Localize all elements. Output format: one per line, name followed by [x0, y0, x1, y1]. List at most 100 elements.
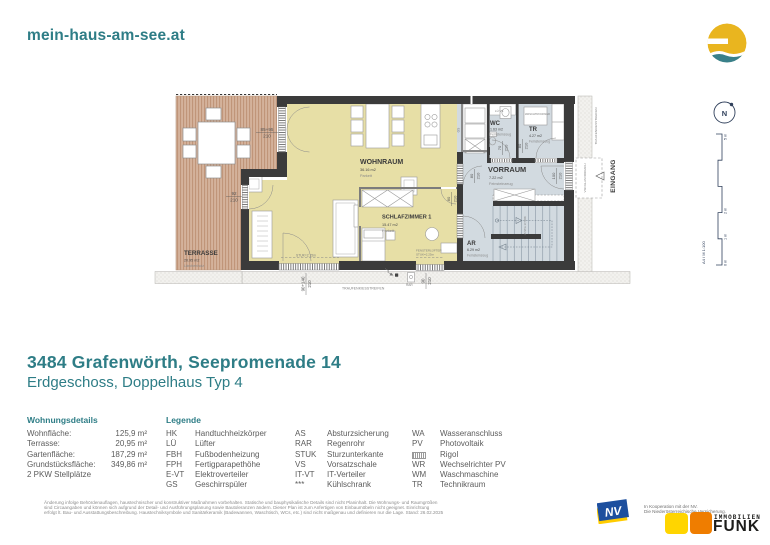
kooperation-line: In Kooperation mit der NV.	[644, 503, 698, 509]
dim-entry: 100 210	[551, 168, 562, 184]
legend-term: Kühlschrank	[327, 480, 372, 490]
vsd-label: VSD GLASVORDACH	[583, 164, 587, 193]
legend-row: LÜ Lüfter	[166, 439, 295, 449]
dim-bed-door: 80 210	[446, 192, 457, 206]
wc-floor-label: Feinsteinzeug	[490, 133, 511, 137]
dim-slider-bot-label: 210	[263, 134, 271, 139]
detail-row: Wohnfläche:125,9 m²	[27, 429, 147, 439]
ar-name-label: AR	[467, 241, 476, 247]
fensterluefter-label: FENSTERLÜFTER STUK=2.25m	[416, 249, 443, 257]
wohnraum-floor-label: Parkett	[360, 174, 373, 178]
nightstand	[385, 230, 396, 241]
plan-compass-letter-label: N	[722, 109, 727, 118]
legend-abbr: FBH	[166, 449, 182, 459]
wc-area-label: 1.63 m2	[490, 128, 503, 132]
tr-area-label: 4.27 m2	[529, 134, 542, 138]
schlafzimmer-area-label: 15.47 m2	[382, 223, 398, 227]
detail-row: Gartenfläche:187,29 m²	[27, 450, 147, 460]
dim-c-top-label: 90	[421, 278, 426, 283]
legend-term: Lüfter	[195, 439, 216, 449]
fensterluefter-1-label: FENSTERLÜFTER	[416, 249, 443, 253]
detail-label: Grundstücksfläche:	[27, 459, 96, 469]
funk-orange-square-icon	[690, 512, 712, 534]
furniture	[245, 103, 565, 262]
legend-term: Regenrohr	[327, 439, 365, 449]
scale-0m: 0 m	[724, 260, 728, 266]
dim-wv-door: 80 210	[469, 169, 480, 183]
chair	[425, 227, 439, 241]
scale-5m: 5 m	[724, 134, 728, 140]
legend-abbr: IT-VT	[295, 470, 315, 480]
kooperation-text: In Kooperation mit der NV. Die Niederöst…	[644, 504, 764, 515]
legend-abbr: FPH	[166, 459, 182, 469]
funk-yellow-square-icon	[665, 513, 688, 534]
funk-funk-text: FUNK	[713, 518, 761, 535]
legend-term: Handtuchheizkörper	[195, 429, 267, 438]
disclaimer-line: erfolgt lt. Bau- und Ausstattungsbeschre…	[44, 510, 444, 516]
detail-value: 20,95 m²	[115, 439, 147, 449]
stuk-a-label: STUK=2.15m	[296, 254, 316, 258]
traufenkies-right-label: TRAUFENKIESSTREIFEN	[594, 108, 598, 145]
washer-dryer	[523, 106, 548, 126]
legend-term: Fertigparapethöhe	[195, 459, 261, 469]
legend-term: Photovoltaik	[440, 439, 484, 449]
dim-bed-bot-label: 210	[452, 195, 457, 202]
dim-tr-top-label: 80	[517, 143, 522, 148]
legend-row: Rigol	[412, 450, 532, 460]
scale-note: A4 / M 1:100	[701, 241, 706, 264]
dim-wc-bot-label: 210	[503, 144, 508, 151]
legend-heading: Legende	[166, 415, 201, 425]
tr-name-label: TR	[529, 127, 538, 133]
dim-c: 90 210	[421, 273, 432, 289]
legend-abbr: VS	[295, 459, 306, 469]
fensterluefter-2-label: STUK=2.25m	[416, 253, 435, 257]
disclaimer-line: Änderung infolge Behördenauflagen, haust…	[44, 500, 438, 505]
room-label-wc: WC 1.63 m2 Feinsteinzeug	[490, 121, 511, 137]
detail-label: Wohnfläche:	[27, 429, 72, 438]
waschtrockner-label: WASCHTROCKNER	[525, 112, 550, 116]
detail-extra: 2 PKW Stellplätze	[27, 470, 92, 480]
vorraum-area-label: 7.22 m2	[489, 176, 503, 180]
legend-abbr: E-VT	[166, 470, 185, 480]
dim-a: 90+140 210	[301, 273, 312, 295]
dim-wc-top-label: 70	[497, 145, 502, 150]
entrance-arrow-icon	[595, 171, 605, 181]
dim-wv-top-label: 80	[469, 173, 474, 178]
legend-abbr: GS	[166, 480, 178, 490]
dim-tr-door: 80 210	[517, 139, 528, 153]
detail-value: 187,29 m²	[110, 449, 147, 459]
rar-label: RAR	[406, 283, 413, 287]
desk	[440, 242, 458, 254]
slope-arrow-icon	[384, 268, 399, 277]
vorraum-floor-label: Feinsteinzeug	[489, 182, 513, 186]
legend-abbr: RAR	[295, 439, 312, 449]
nv-text-label: NV	[604, 503, 623, 519]
nv-logo: NV	[597, 499, 629, 524]
compass-and-scale: N 5 m 2 m 1 m 0 m A4 / M 1:100	[701, 101, 736, 266]
gs-label: GS	[457, 128, 461, 133]
ar-floor-label: Feinsteinzeug	[467, 254, 488, 258]
dim-92: 92 210	[226, 191, 242, 203]
dim-92-bot-label: 210	[230, 198, 238, 203]
legend-abbr: LÜ	[166, 439, 177, 449]
disclaimer-text: Änderung infolge Behördenauflagen, haust…	[44, 500, 443, 516]
disclaimer-line: sind Circaangaben und können sich aufgru…	[44, 505, 430, 511]
rigol-hatch-icon	[412, 452, 426, 460]
room-label-wohnraum: WOHNRAUM 36.16 m2 Parkett	[360, 159, 403, 178]
washbasin	[499, 106, 512, 119]
terrasse-name-label: TERRASSE	[184, 250, 218, 257]
funk-immobilien-text: IMMOBILIEN	[714, 513, 762, 521]
